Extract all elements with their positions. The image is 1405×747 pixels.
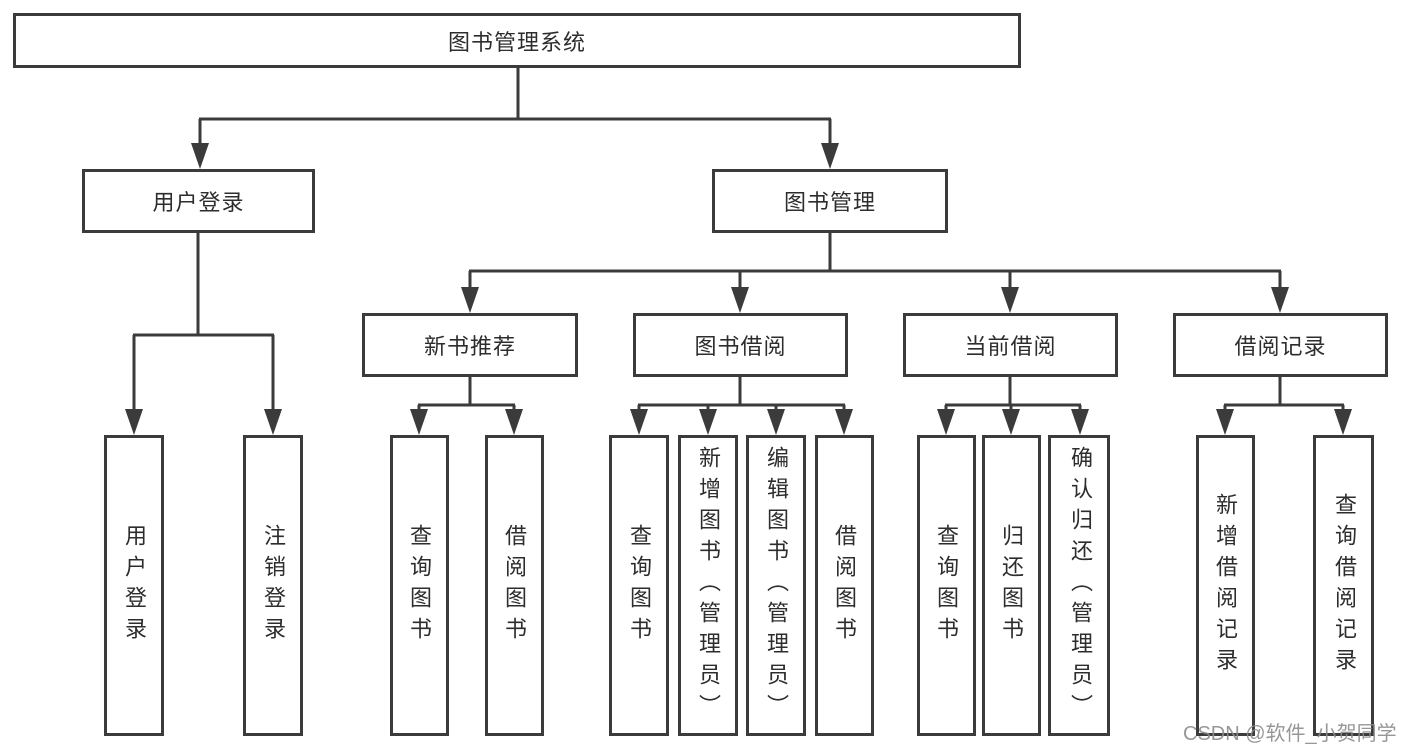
leaf-query-books: 查询图书: [917, 435, 976, 736]
leaf-edit-books-admin: 编辑图书（管理员）: [746, 435, 806, 736]
leaf-add-borrow-record: 新增借阅记录: [1196, 435, 1255, 736]
arrowheads: [125, 143, 1352, 435]
node-current-borrowing: 当前借阅: [903, 313, 1118, 377]
leaf-add-books-admin: 新增图书（管理员）: [678, 435, 738, 736]
node-book-management: 图书管理: [712, 169, 948, 233]
leaf-query-books: 查询图书: [609, 435, 669, 736]
leaf-borrow-books: 借阅图书: [815, 435, 874, 736]
leaf-return-books: 归还图书: [982, 435, 1041, 736]
node-library-management-system: 图书管理系统: [13, 13, 1021, 68]
leaf-borrow-books: 借阅图书: [485, 435, 544, 736]
node-user-login: 用户登录: [82, 169, 315, 233]
leaf-query-borrow-record: 查询借阅记录: [1313, 435, 1374, 736]
leaf-logout: 注销登录: [243, 435, 303, 736]
node-new-book-recommendation: 新书推荐: [362, 313, 578, 377]
node-book-borrowing: 图书借阅: [633, 313, 848, 377]
csdn-watermark: CSDN @软件_小贺同学: [1183, 723, 1397, 745]
node-borrowing-records: 借阅记录: [1173, 313, 1388, 377]
leaf-user-login: 用户登录: [104, 435, 164, 736]
tree-edges: [132, 68, 1345, 412]
leaf-query-books: 查询图书: [390, 435, 449, 736]
leaf-confirm-return-admin: 确认归还（管理员）: [1048, 435, 1110, 736]
